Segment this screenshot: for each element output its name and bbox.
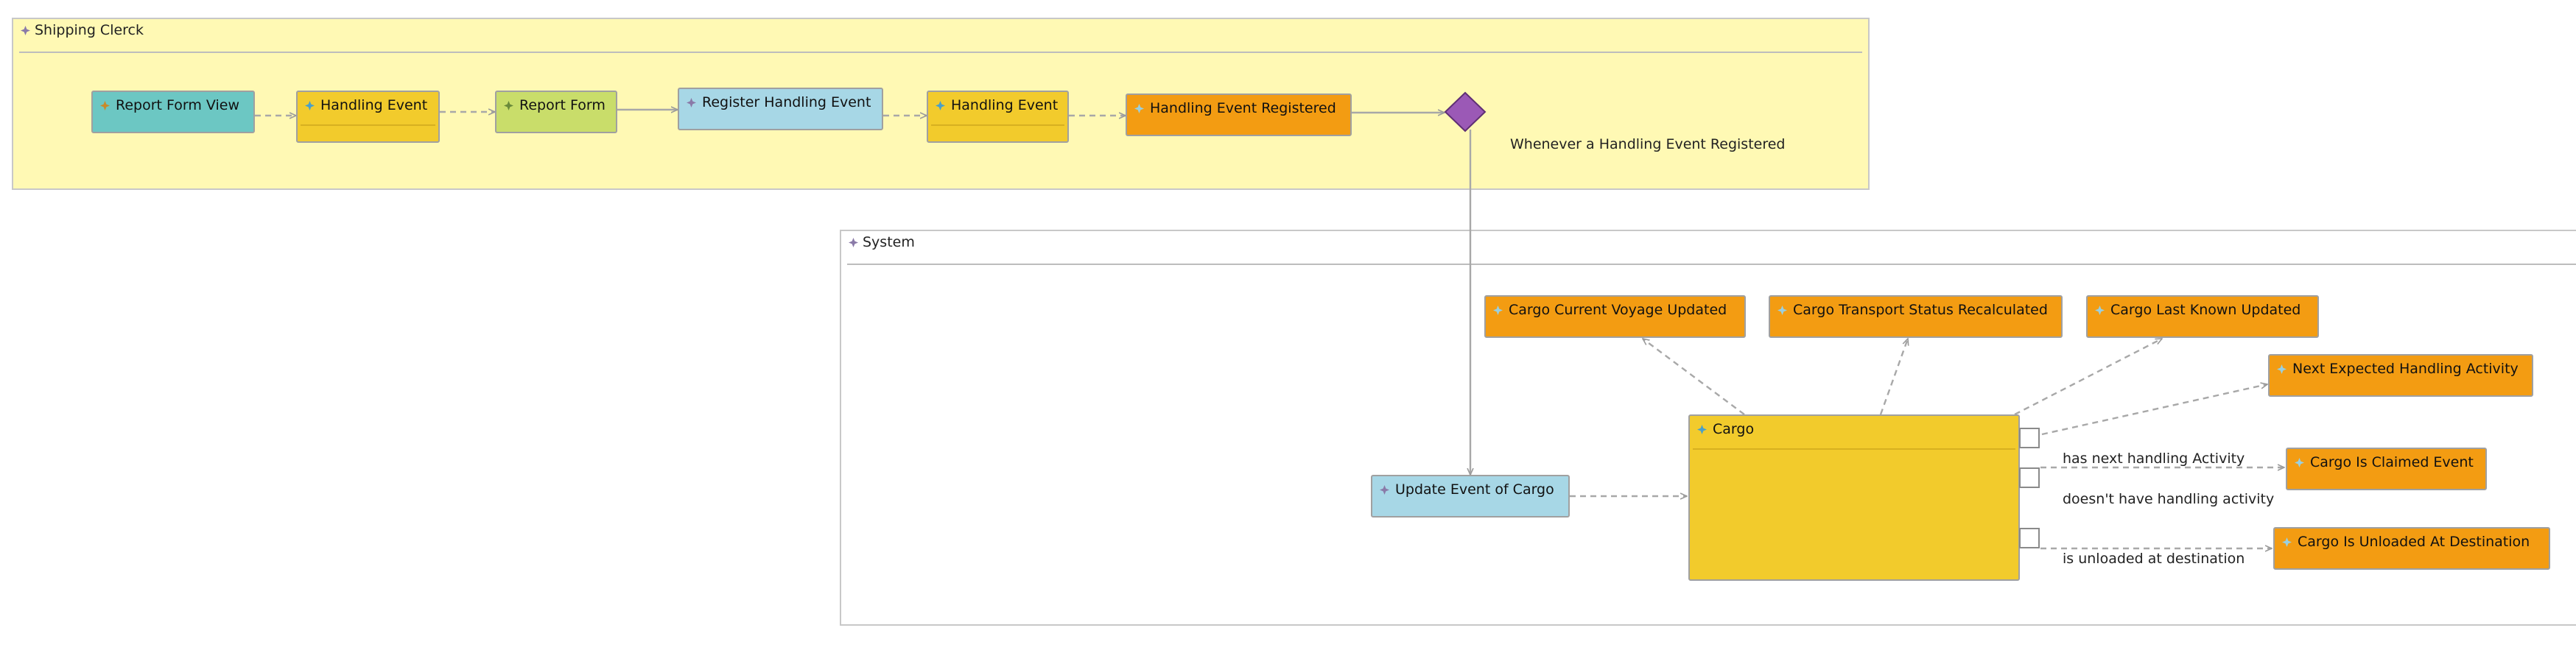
condition-port-no-activity[interactable]	[2019, 467, 2040, 488]
handling-event-aggregate-1[interactable]: Handling Event	[296, 91, 440, 143]
event-icon	[2277, 364, 2287, 374]
next-expected-handling-activity-event[interactable]: Next Expected Handling Activity	[2268, 354, 2533, 397]
cargo-transport-status-recalculated-event[interactable]: Cargo Transport Status Recalculated	[1769, 295, 2063, 338]
lane-divider	[19, 52, 1862, 53]
condition-label-has-next: has next handling Activity	[2063, 451, 2245, 467]
event-icon	[1777, 305, 1787, 315]
policy-gateway-diamond[interactable]	[1444, 91, 1488, 133]
lane-title: System	[849, 234, 915, 250]
aggregate-icon	[1697, 424, 1707, 434]
lane-icon	[21, 25, 30, 35]
command-icon	[687, 97, 696, 107]
event-icon	[1134, 103, 1144, 113]
event-icon	[2295, 457, 2304, 467]
view-icon	[100, 100, 110, 110]
event-icon	[2095, 305, 2105, 315]
divider	[931, 124, 1064, 126]
cargo-aggregate[interactable]: Cargo	[1688, 414, 2020, 581]
condition-port-has-next[interactable]	[2019, 428, 2040, 448]
cargo-last-known-updated-event[interactable]: Cargo Last Known Updated	[2086, 295, 2319, 338]
gateway-label: Whenever a Handling Event Registered	[1510, 136, 1786, 152]
command-icon	[1380, 484, 1389, 495]
condition-label-unloaded: is unloaded at destination	[2063, 551, 2245, 567]
update-event-of-cargo-command[interactable]: Update Event of Cargo	[1371, 475, 1570, 518]
event-icon	[1493, 305, 1503, 315]
report-form-view-box[interactable]: Report Form View	[91, 91, 255, 133]
divider	[1693, 448, 2015, 450]
cargo-is-claimed-event[interactable]: Cargo Is Claimed Event	[2286, 448, 2487, 490]
cargo-current-voyage-updated-event[interactable]: Cargo Current Voyage Updated	[1484, 295, 1746, 338]
register-handling-event-command[interactable]: Register Handling Event	[678, 88, 883, 130]
aggregate-icon	[936, 100, 945, 110]
cargo-is-unloaded-at-destination-event[interactable]: Cargo Is Unloaded At Destination	[2273, 527, 2550, 570]
event-icon	[2282, 537, 2292, 547]
condition-port-unloaded[interactable]	[2019, 528, 2040, 548]
handling-event-registered-event[interactable]: Handling Event Registered	[1126, 93, 1352, 136]
aggregate-icon	[305, 100, 315, 110]
divider	[301, 124, 435, 126]
lane-divider	[847, 264, 2576, 265]
handling-event-aggregate-2[interactable]: Handling Event	[927, 91, 1069, 143]
lane-icon	[849, 237, 858, 247]
form-icon	[504, 100, 513, 110]
condition-label-no-activity: doesn't have handling activity	[2063, 491, 2275, 507]
lane-title: Shipping Clerck	[21, 22, 144, 38]
report-form-box[interactable]: Report Form	[495, 91, 617, 133]
